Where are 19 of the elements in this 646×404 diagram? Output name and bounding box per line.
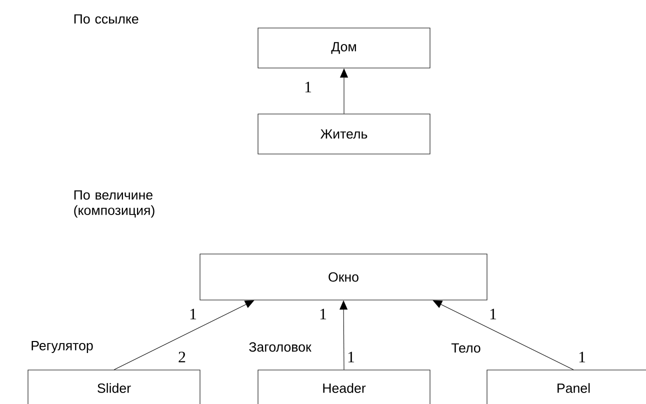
multiplicity: 1 [348, 352, 354, 362]
role-label: Регулятор [32, 341, 93, 353]
section-title: По величине (композиция) [74, 190, 154, 218]
class-box: Header [258, 370, 430, 404]
multiplicity: 2 [178, 352, 186, 362]
role-label: Тело [451, 343, 480, 353]
multiplicity: 1 [579, 352, 586, 362]
role-label: Заголовок [249, 342, 312, 352]
multiplicity: 1 [305, 82, 312, 92]
multiplicity: 1 [490, 308, 496, 320]
class-box: Дом [258, 28, 430, 68]
section-title: По ссылке [74, 14, 138, 24]
arrow [432, 300, 574, 370]
class-box: Окно [200, 254, 488, 300]
class-box: Slider [28, 370, 200, 404]
class-box: Panel [486, 370, 646, 404]
arrow [114, 300, 254, 370]
multiplicity: 1 [190, 308, 196, 320]
class-box: Житель [258, 114, 430, 154]
